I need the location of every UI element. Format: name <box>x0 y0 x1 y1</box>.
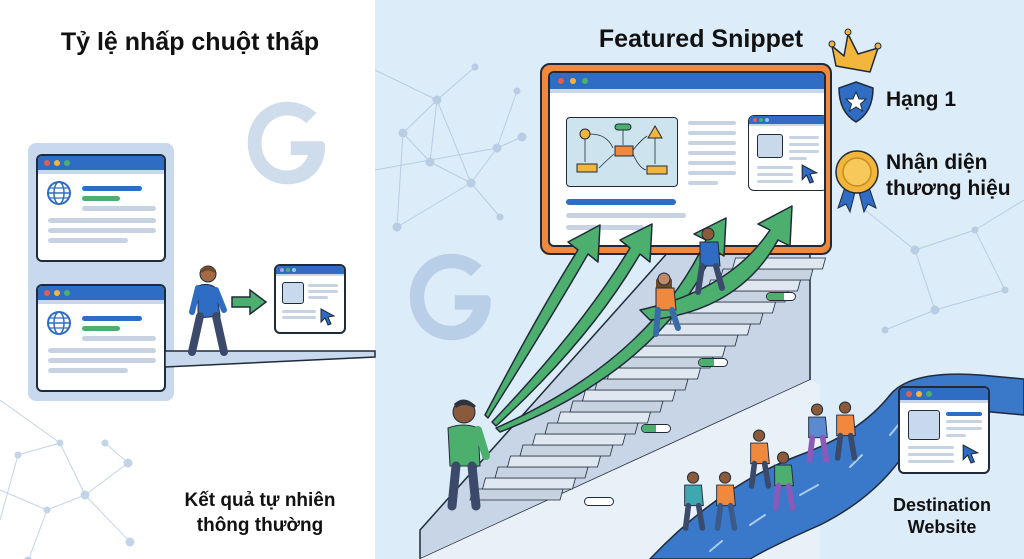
crown-icon <box>828 28 882 73</box>
left-caption: Kết quả tự nhiên thông thường <box>140 488 380 538</box>
climbing-person-figure <box>653 272 681 337</box>
brand-recognition-line2: thương hiệu <box>886 177 1011 200</box>
google-g-icon <box>409 253 491 341</box>
progress-fill <box>767 293 784 300</box>
cursor-icon <box>320 308 336 326</box>
destination-label: Destination Website <box>872 494 1012 538</box>
growth-arrow <box>484 224 601 419</box>
network-decoration-right <box>374 63 1024 334</box>
progress-pill <box>641 424 671 433</box>
walking-person-figure <box>834 401 858 461</box>
growth-arrow <box>491 223 653 427</box>
progress-pill <box>584 497 614 506</box>
brand-recognition-label: Nhận diện thương hiệu <box>886 150 1011 202</box>
left-caption-line2: thông thường <box>196 515 324 536</box>
flowchart-icon <box>576 123 668 175</box>
climbing-person-figure <box>695 227 725 295</box>
network-decoration-left <box>0 399 135 559</box>
progress-fill <box>699 359 715 366</box>
destination-line1: Destination <box>892 495 991 515</box>
cursor-icon <box>962 444 980 464</box>
walking-person-figure <box>682 471 706 531</box>
walking-person-figure <box>806 403 830 463</box>
medal-ribbon-icon <box>835 150 879 214</box>
snippet-website-preview[interactable] <box>748 115 824 191</box>
globe-icon <box>47 311 71 335</box>
walking-person-figure <box>714 471 738 531</box>
growth-arrow <box>495 217 727 433</box>
walking-person-figure <box>772 451 796 511</box>
walking-person-figure <box>748 429 772 489</box>
walking-person-figure <box>188 265 228 356</box>
globe-icon <box>47 181 71 205</box>
organic-result-card[interactable] <box>36 284 166 392</box>
growth-arrows <box>484 205 793 433</box>
progress-pill <box>766 292 796 301</box>
shield-star-icon <box>838 81 874 123</box>
left-walkway <box>164 350 376 368</box>
organic-result-card[interactable] <box>36 154 166 262</box>
right-title: Featured Snippet <box>598 25 804 53</box>
website-thumbnail[interactable] <box>274 264 346 334</box>
google-g-icon <box>247 101 326 185</box>
flowchart-diagram <box>566 117 678 187</box>
left-title: Tỷ lệ nhấp chuột thấp <box>60 28 320 56</box>
progress-pill <box>698 358 728 367</box>
destination-line2: Website <box>907 517 977 537</box>
rank-label: Hạng 1 <box>886 88 957 111</box>
cursor-icon <box>801 164 819 184</box>
brand-recognition-line1: Nhận diện <box>886 151 988 174</box>
progress-fill <box>642 425 656 432</box>
right-arrow-icon <box>231 288 268 316</box>
standing-person-figure <box>447 399 490 511</box>
left-caption-line1: Kết quả tự nhiên <box>184 490 336 511</box>
destination-website-window[interactable] <box>898 386 990 474</box>
